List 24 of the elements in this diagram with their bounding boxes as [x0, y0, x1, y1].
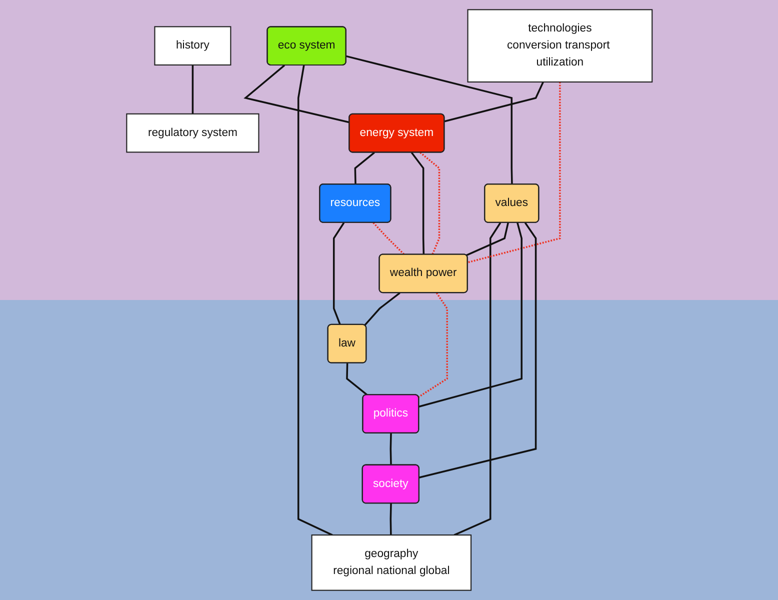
- connector: [332, 222, 344, 326]
- connector: [297, 65, 332, 536]
- connector: [418, 222, 522, 408]
- connector: [410, 152, 424, 255]
- connector: [453, 222, 501, 536]
- connector: [418, 292, 448, 398]
- connector: [466, 222, 509, 256]
- connector: [243, 64, 350, 124]
- connector: [467, 82, 560, 264]
- connector: [191, 64, 194, 114]
- connector: [444, 82, 544, 122]
- connector: [372, 222, 405, 256]
- node-box: history: [154, 26, 231, 66]
- connector: [364, 292, 400, 326]
- connector: [354, 152, 375, 184]
- node-box: regulatory system: [126, 113, 259, 153]
- connector: [346, 55, 512, 184]
- connector: [346, 363, 368, 396]
- connector: [418, 222, 536, 478]
- connector: [389, 433, 392, 466]
- node-box: geography regional national global: [310, 534, 472, 591]
- node-box: technologies conversion transport utilization: [466, 9, 652, 83]
- connector: [389, 503, 392, 536]
- connector: [419, 152, 440, 255]
